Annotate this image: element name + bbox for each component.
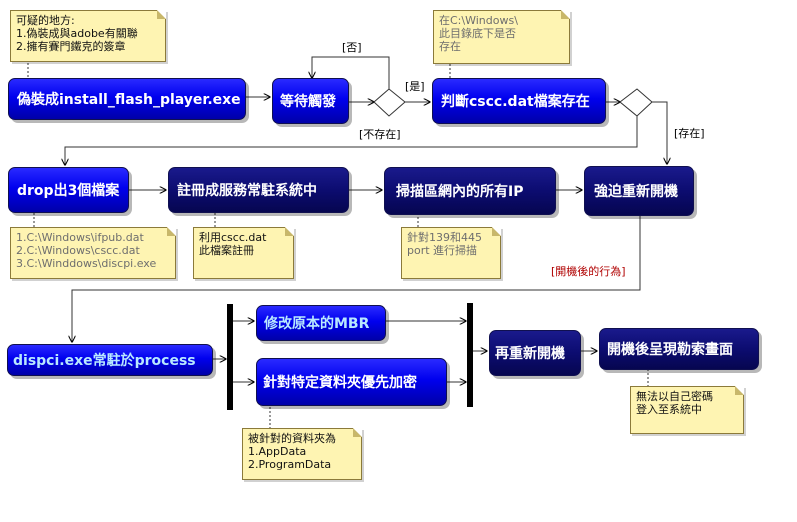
node-wait-trigger: 等待觸發 [272,78,349,124]
node-modify-mbr: 修改原本的MBR [256,305,386,341]
edge-decision2-exist [652,101,667,164]
guard-exist: [存在] [674,127,705,140]
decision-diamond-wait [373,88,406,117]
node-scan-ip: 掃描區網內的所有IP [384,167,556,215]
guard-not-exist: [不存在] [359,128,401,141]
guard-yes: [是] [405,80,425,93]
decision-diamond-exist [619,88,653,117]
node-register-service: 註冊成服務常駐系統中 [168,167,349,213]
guard-after-boot: [開機後的行為] [551,265,626,278]
note-scan-ports: 針對139和445 port 進行掃描 [401,227,501,279]
node-disguise: 偽裝成install_flash_player.exe [8,78,246,120]
note-suspicious: 可疑的地方: 1.偽裝成與adobe有關聯 2.擁有賽門鐵克的簽章 [10,10,166,62]
guard-no: [否] [342,41,362,54]
node-drop-files: drop出3個檔案 [8,167,129,213]
node-force-reboot: 強迫重新開機 [584,166,694,216]
node-check-cscc: 判斷cscc.dat檔案存在 [432,78,606,124]
note-dropped-files: 1.C:\Windows\ifpub.dat 2.C:\Windows\cscc… [10,227,176,279]
note-target-folders: 被針對的資料夾為 1.AppData 2.ProgramData [242,428,362,480]
node-reboot-again: 再重新開機 [489,330,581,376]
edge-decision1-no-loop [312,56,390,89]
edge-reboot-to-dispci [72,214,641,342]
note-login-blocked: 無法以自己密碼 登入至系統中 [630,386,744,434]
node-encrypt-folders: 針對特定資料夾優先加密 [256,358,447,406]
note-cscc-location: 在C:\Windows\ 此目錄底下是否 存在 [433,10,570,64]
fork-bar [227,304,233,410]
node-ransom-screen: 開機後呈現勒索畫面 [599,328,759,370]
note-registration: 利用cscc.dat 此檔案註冊 [193,227,294,279]
edge-decision2-not-exist [65,116,638,165]
node-dispci-resident: dispci.exe常駐於process [7,344,213,376]
join-bar [467,303,473,407]
